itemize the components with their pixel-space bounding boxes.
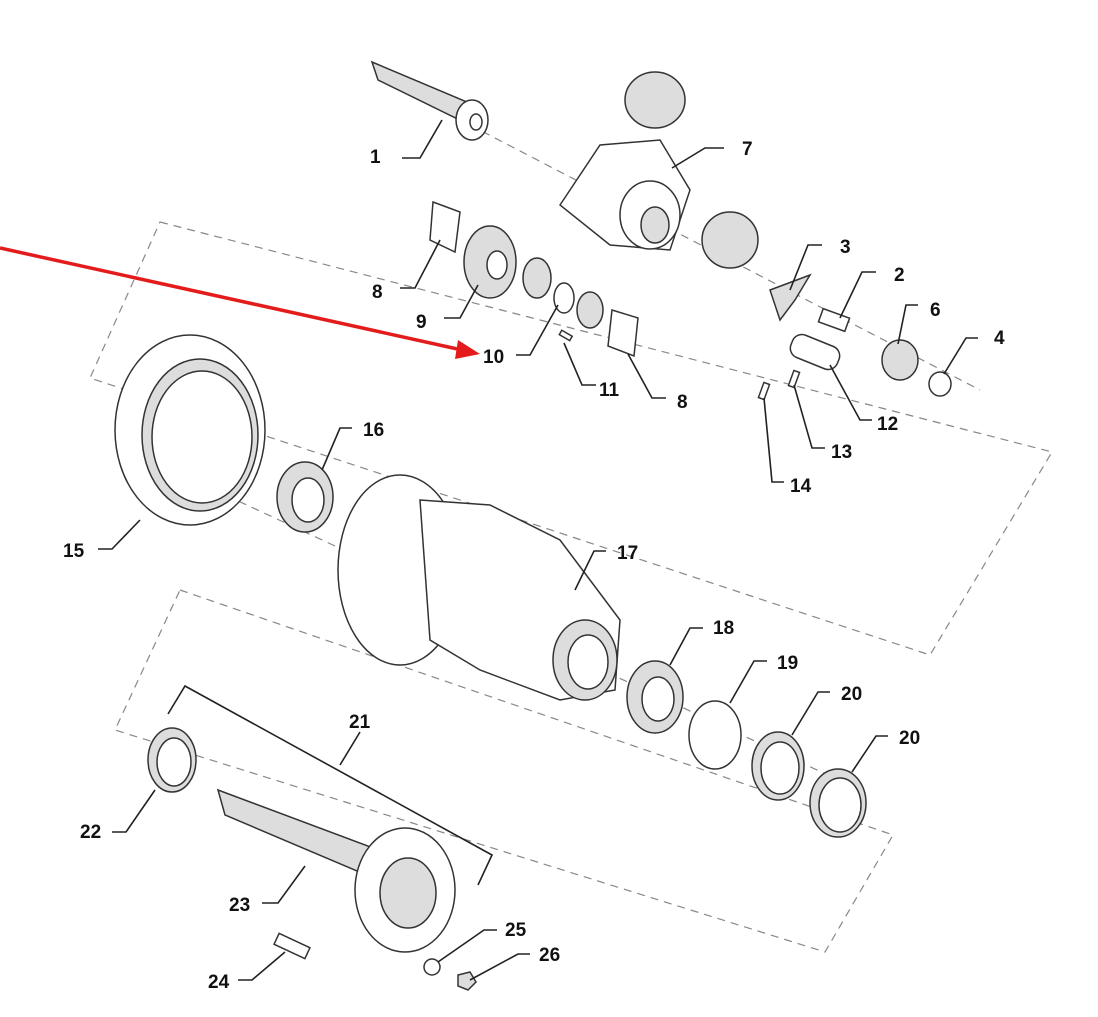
part-13-roll-pin — [787, 369, 801, 389]
label-23: 23 — [229, 895, 250, 916]
label-16: 16 — [363, 420, 384, 441]
label-3: 3 — [840, 237, 851, 258]
label-14: 14 — [790, 476, 812, 497]
label-4: 4 — [994, 328, 1005, 349]
part-23-axle-shaft — [216, 788, 456, 953]
label-12: 12 — [877, 414, 898, 435]
label-21: 21 — [349, 712, 371, 733]
label-19: 19 — [777, 653, 798, 674]
part-10-spacer-ring — [553, 282, 575, 314]
part-25-washer — [423, 958, 441, 976]
lower-assembly-box — [114, 589, 894, 953]
leader-lines — [98, 119, 978, 981]
part-16-bearing — [276, 461, 334, 533]
label-20b: 20 — [899, 728, 920, 749]
label-15: 15 — [63, 541, 85, 562]
label-11: 11 — [599, 380, 620, 401]
part-7-planet-carrier — [558, 71, 759, 269]
axis-line — [149, 459, 861, 791]
label-13: 13 — [831, 442, 852, 463]
part-labels: 1 7 8 9 10 11 8 3 2 6 4 12 13 14 16 15 1… — [63, 139, 1005, 993]
label-1: 1 — [370, 147, 381, 168]
label-7: 7 — [742, 139, 753, 160]
part-12-planet-pin — [789, 333, 841, 371]
label-2: 2 — [894, 265, 905, 286]
label-17: 17 — [617, 543, 638, 564]
part-1-input-shaft — [370, 60, 489, 141]
part-6-cover — [881, 339, 919, 381]
label-26: 26 — [539, 945, 560, 966]
part-24-stud — [273, 932, 311, 960]
part-2-bolt — [817, 307, 851, 333]
part-15-ring-gear — [114, 334, 266, 526]
part-19-snap-ring — [688, 700, 742, 770]
part-17-hub-housing — [337, 474, 621, 701]
part-26-nut — [457, 971, 477, 991]
part-8-thrust-washer — [607, 309, 639, 358]
label-8: 8 — [372, 282, 383, 303]
label-22: 22 — [80, 822, 101, 843]
needle-bearing — [576, 291, 604, 329]
part-3-lock-plate — [769, 273, 812, 322]
label-9: 9 — [416, 312, 427, 333]
part-4-washer — [928, 371, 952, 397]
label-18: 18 — [713, 618, 734, 639]
label-24: 24 — [208, 972, 230, 993]
label-6: 6 — [930, 300, 941, 321]
part-11-pin — [558, 329, 574, 342]
label-25: 25 — [505, 920, 527, 941]
highlight-arrow — [0, 246, 480, 359]
part-14-roll-pin — [757, 381, 771, 401]
part-21-group-bracket — [167, 684, 494, 886]
part-8-thrust-washer — [429, 200, 461, 254]
label-8b: 8 — [677, 392, 688, 413]
label-20: 20 — [841, 684, 862, 705]
label-10: 10 — [483, 347, 504, 368]
needle-bearing — [522, 257, 552, 299]
